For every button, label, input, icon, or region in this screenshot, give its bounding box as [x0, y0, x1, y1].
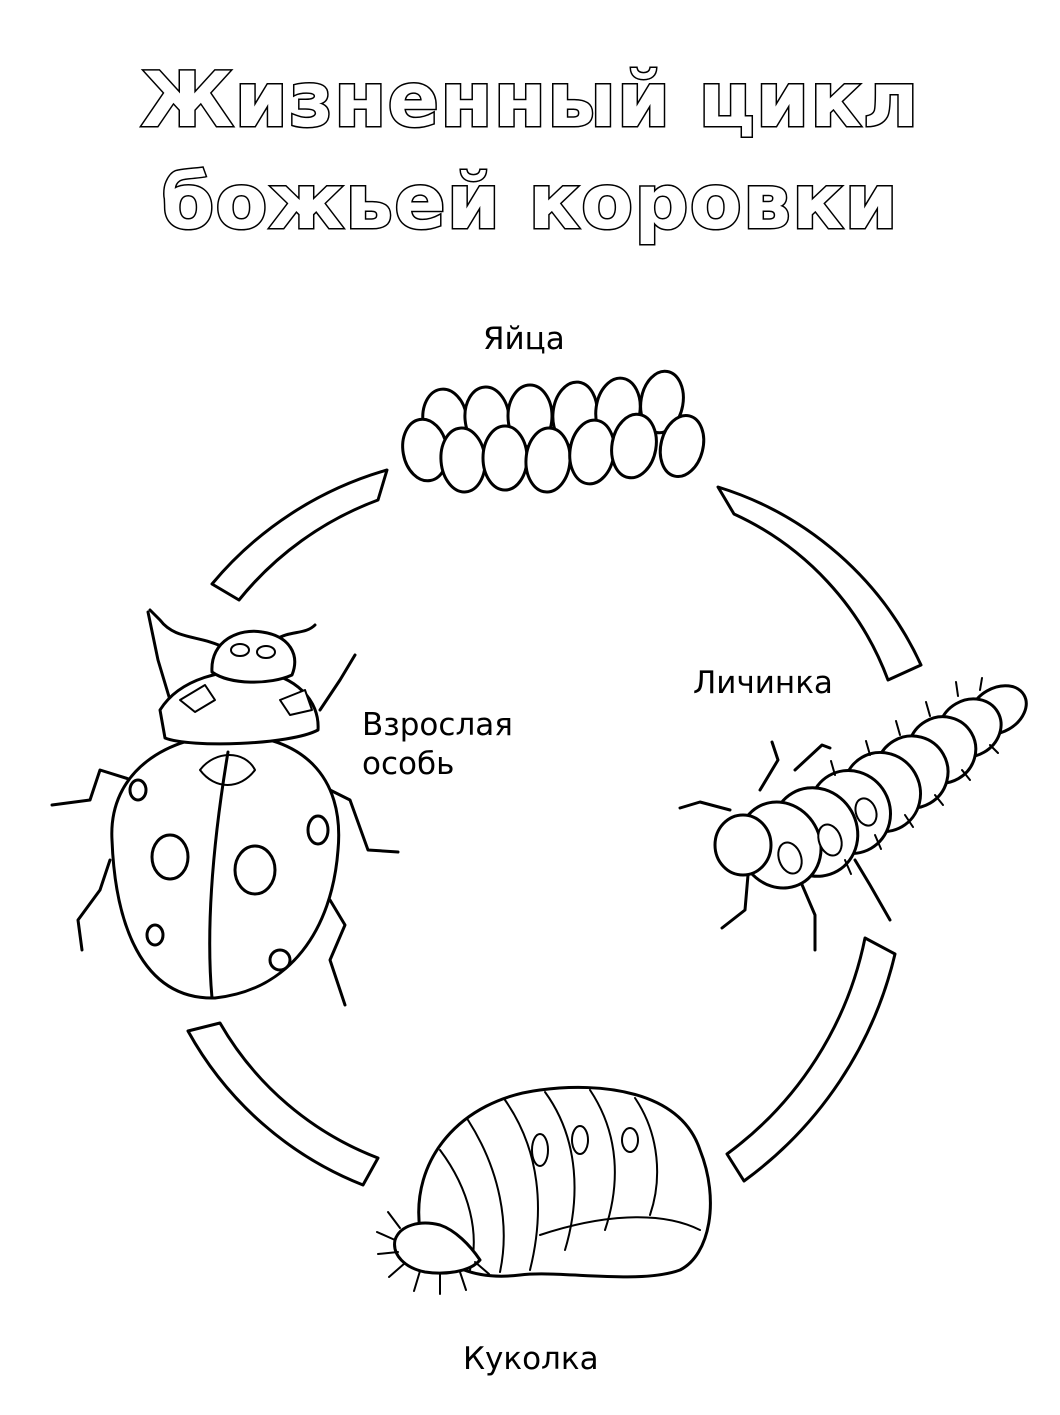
ladybug-icon: [50, 608, 400, 1007]
stage-label-adult-line-2: особь: [362, 745, 455, 782]
stage-label-adult: Взрослая особь: [362, 706, 513, 784]
ring-segment-adult-to-eggs: [210, 468, 389, 602]
stage-label-pupa: Куколка: [463, 1341, 599, 1377]
egg-cluster-icon: [401, 369, 706, 494]
title-line-1: Жизненный цикл: [139, 55, 920, 144]
title-line-2: божьей коровки: [160, 157, 900, 246]
ring-segment-pupa-to-adult: [186, 1021, 380, 1187]
stage-label-larva: Личинка: [693, 665, 833, 701]
stage-label-adult-line-1: Взрослая: [362, 707, 513, 743]
larva-icon: [678, 677, 1028, 952]
cycle-ring: [186, 468, 923, 1187]
ring-segment-larva-to-pupa: [725, 936, 897, 1183]
pupa-icon: [376, 1085, 712, 1295]
ring-segment-eggs-to-larva: [716, 485, 923, 682]
stage-label-eggs: Яйца: [483, 321, 565, 357]
